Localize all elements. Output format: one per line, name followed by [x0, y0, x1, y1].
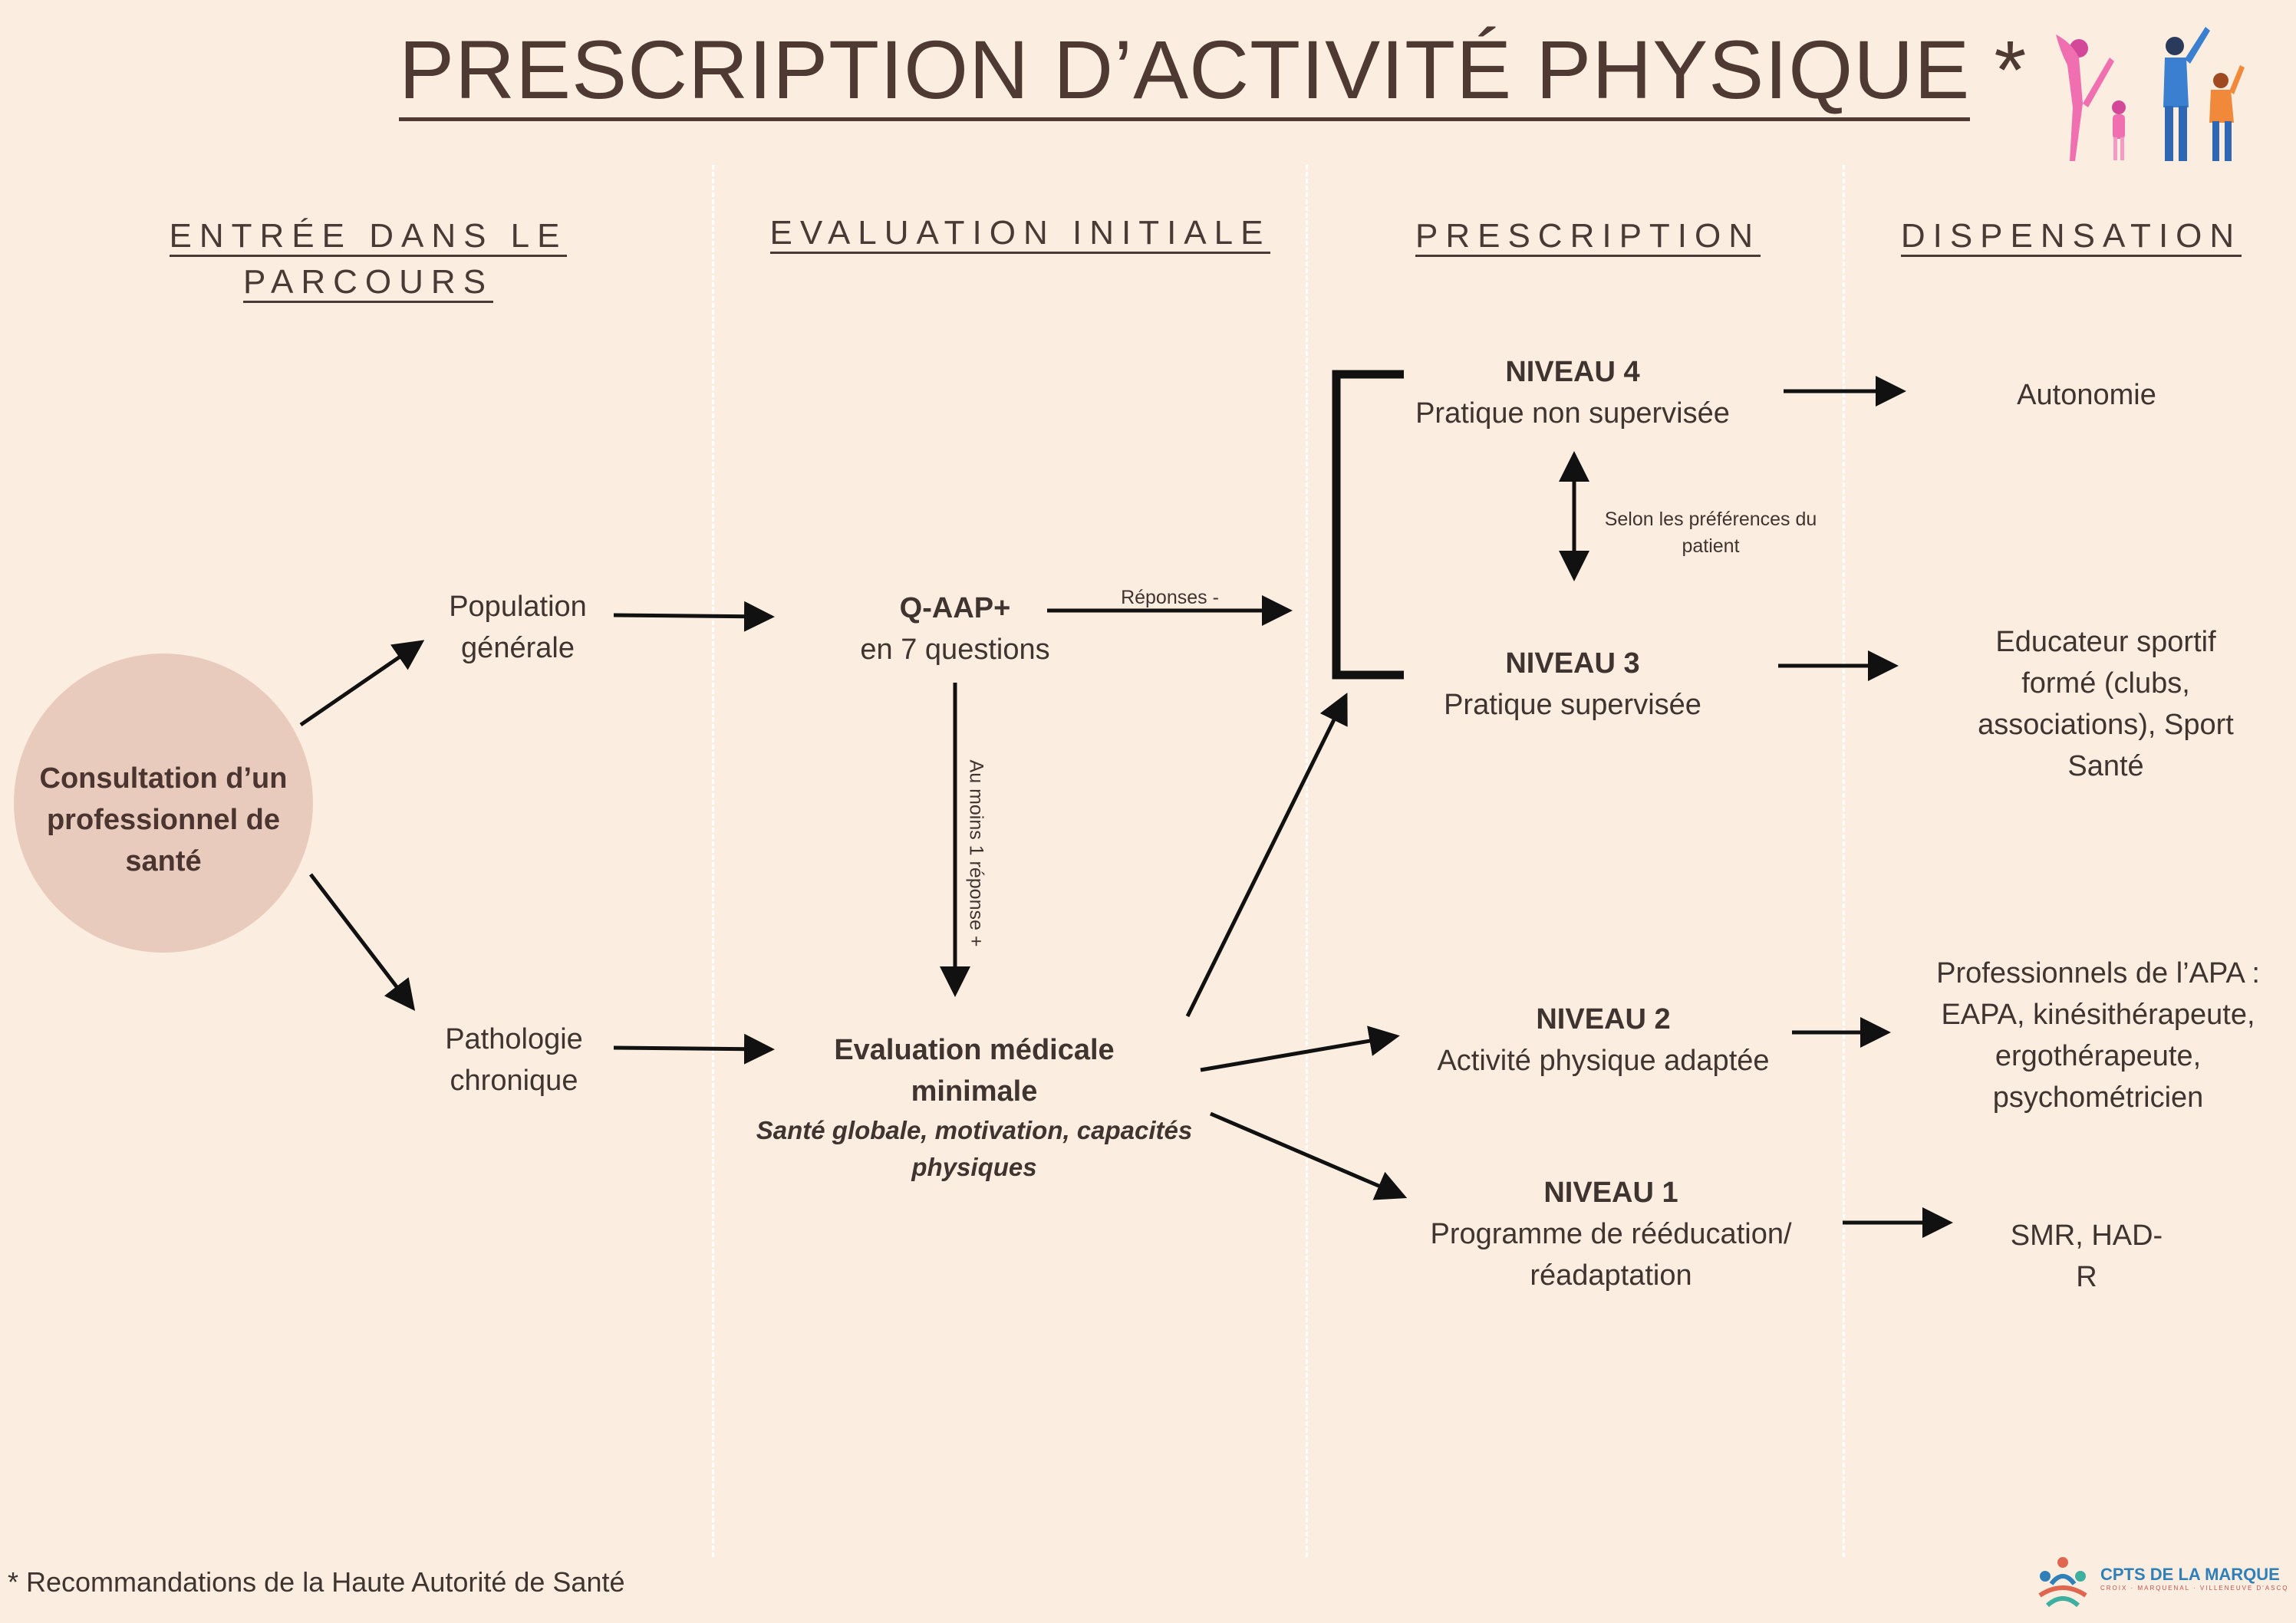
arrow-consult-population: [299, 640, 425, 727]
niveau2-subtitle: Activité physique adaptée: [1437, 1045, 1770, 1077]
reponses-moins-label: Réponses -: [1121, 587, 1219, 608]
niveau4-title: NIVEAU 4: [1505, 356, 1640, 388]
niveau1-node: NIVEAU 1 Programme de rééducation/ réada…: [1396, 1172, 1826, 1296]
preferences-line2: patient: [1682, 535, 1740, 557]
niveau3-subtitle: Pratique supervisée: [1444, 689, 1701, 721]
arrow-population-qaap: [613, 601, 775, 632]
niveau3-title: NIVEAU 3: [1505, 647, 1640, 680]
population-generale-node: Population générale: [414, 586, 621, 669]
niveau2-node: NIVEAU 2 Activité physique adaptée: [1388, 999, 1818, 1081]
page-title: PRESCRIPTION D’ACTIVITÉ PHYSIQUE *: [399, 21, 2028, 121]
niveau1-title: NIVEAU 1: [1543, 1177, 1678, 1209]
evaluation-sub-line1: Santé globale, motivation, capacités: [756, 1116, 1193, 1144]
autonomie-node: Autonomie: [2017, 379, 2156, 411]
evaluation-line2: minimale: [911, 1075, 1038, 1108]
niveau1-sub-line1: Programme de rééducation/: [1430, 1218, 1792, 1250]
column-header-dispensation-text: DISPENSATION: [1900, 217, 2242, 257]
apa-line2: EAPA, kinésithérapeute,: [1941, 999, 2255, 1031]
evaluation-medicale-node: Evaluation médicale minimale Santé globa…: [736, 1029, 1212, 1186]
evaluation-line1: Evaluation médicale: [834, 1034, 1115, 1066]
column-header-evaluation-text: EVALUATION INITIALE: [769, 214, 1271, 254]
niveau3-node: NIVEAU 3 Pratique supervisée: [1365, 643, 1780, 726]
arrow-eval-niveau1: [1210, 1111, 1408, 1200]
preferences-label: Selon les préférences du patient: [1580, 506, 1841, 560]
smr-line2: R: [2076, 1261, 2097, 1293]
column-header-prescription: PRESCRIPTION: [1350, 213, 1826, 259]
niveau2-title: NIVEAU 2: [1536, 1003, 1671, 1035]
column-divider-3: [1843, 165, 1845, 1557]
pathologie-line2: chronique: [450, 1065, 578, 1097]
column-header-prescription-text: PRESCRIPTION: [1415, 217, 1761, 257]
qaap-subtitle: en 7 questions: [860, 634, 1050, 666]
column-header-dispensation: DISPENSATION: [1872, 213, 2271, 259]
column-divider-2: [1306, 165, 1308, 1557]
population-line2: générale: [461, 632, 575, 664]
qaap-node: Q-AAP+ en 7 questions: [836, 588, 1074, 670]
cpts-logo-text: CPTS DE LA MARQUE: [2100, 1565, 2280, 1584]
bracket-niveau3-4: [1332, 370, 1404, 680]
apa-line1: Professionnels de l’APA :: [1936, 957, 2260, 989]
educateur-line4: Santé: [2067, 750, 2144, 782]
niveau1-sub-line2: réadaptation: [1530, 1259, 1692, 1292]
pathologie-line1: Pathologie: [445, 1023, 583, 1055]
column-divider-1: [712, 165, 714, 1557]
title-asterisk: *: [1994, 23, 2028, 116]
niveau4-node: NIVEAU 4 Pratique non supervisée: [1365, 351, 1780, 434]
arrow-pathologie-eval: [613, 1033, 775, 1065]
cpts-logo-subtitle: CROIX · MARQUENAL · VILLENEUVE D'ASCQ: [2100, 1585, 2289, 1592]
qaap-title: Q-AAP+: [899, 592, 1011, 624]
apa-professionnels-node: Professionnels de l’APA : EAPA, kinésith…: [1902, 953, 2294, 1118]
column-header-entree-line1: ENTRÉE DANS LE: [169, 217, 568, 257]
consultation-label: Consultation d’un professionnel de santé: [39, 762, 288, 877]
arrow-eval-niveau3: [1185, 693, 1348, 1018]
educateur-line2: formé (clubs,: [2021, 667, 2190, 700]
cpts-logo-icon: [2038, 1557, 2087, 1608]
apa-line3: ergothérapeute,: [1995, 1040, 2202, 1072]
niveau4-subtitle: Pratique non supervisée: [1415, 397, 1730, 430]
family-exercise-icon: [2056, 27, 2245, 161]
arrow-eval-niveau2: [1200, 1025, 1400, 1072]
educateur-node: Educateur sportif formé (clubs, associat…: [1941, 621, 2271, 787]
educateur-line1: Educateur sportif: [1995, 626, 2216, 658]
smr-had-node: SMR, HAD- R: [1979, 1215, 2194, 1298]
educateur-line3: associations), Sport: [1978, 709, 2234, 741]
column-header-entree-line2: PARCOURS: [242, 263, 494, 303]
column-header-evaluation: EVALUATION INITIALE: [736, 210, 1304, 256]
footer-note: * Recommandations de la Haute Autorité d…: [8, 1566, 625, 1598]
pathologie-chronique-node: Pathologie chronique: [407, 1019, 621, 1101]
smr-line1: SMR, HAD-: [2010, 1220, 2163, 1252]
column-header-entree: ENTRÉE DANS LE PARCOURS: [146, 213, 591, 305]
consultation-circle: [14, 653, 313, 953]
evaluation-sub-line2: physiques: [911, 1153, 1037, 1181]
preferences-line1: Selon les préférences du: [1604, 509, 1817, 530]
population-line1: Population: [449, 591, 587, 623]
apa-line4: psychométricien: [1992, 1081, 2204, 1114]
title-text: PRESCRIPTION D’ACTIVITÉ PHYSIQUE: [399, 23, 1971, 121]
arrow-consult-pathologie: [309, 873, 416, 1011]
